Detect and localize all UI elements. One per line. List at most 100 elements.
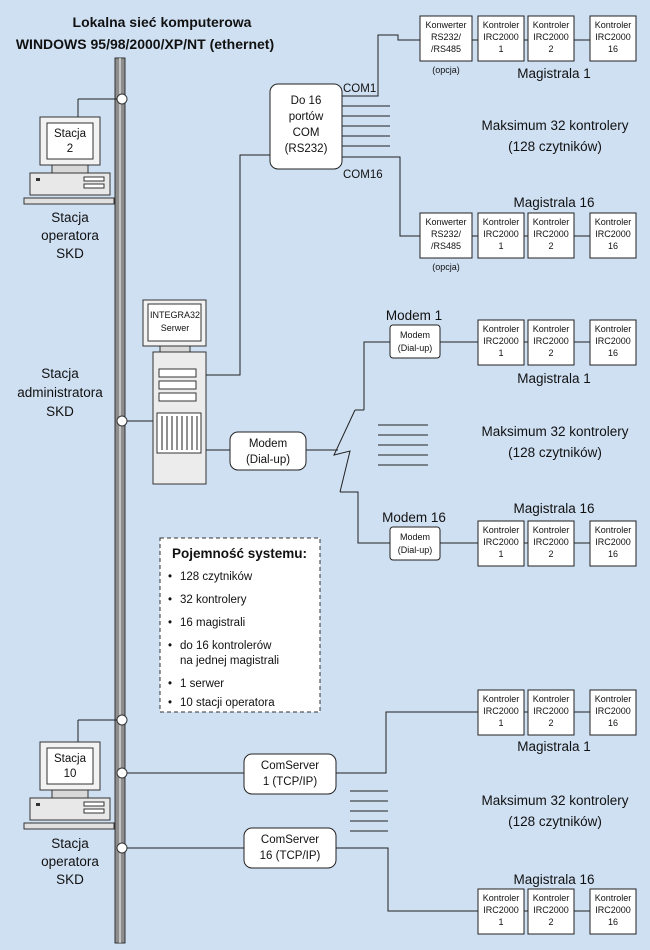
station-2-screen-line-1: Stacja <box>54 128 87 140</box>
admin-caption-line-3: SKD <box>46 404 74 419</box>
ctrl-number: 1 <box>498 718 503 728</box>
ctrl-number: 1 <box>498 917 503 927</box>
controller-box <box>527 689 575 736</box>
station-2-caption-line-2: operatora <box>41 228 99 243</box>
station-2-caption-line-3: SKD <box>56 246 84 261</box>
ctrl-number: 2 <box>548 718 553 728</box>
capacity-bullet: • <box>168 640 172 652</box>
ctrl-number: 16 <box>608 917 618 927</box>
com-box-line-3: COM <box>293 127 320 139</box>
capacity-item: 16 magistrali <box>180 617 245 629</box>
ctrl-word: Kontroler <box>483 893 520 903</box>
tcp-bus-1-label: Magistrala 1 <box>517 739 591 754</box>
ctrl-model: IRC2000 <box>483 905 519 915</box>
converter-1-line-2: RS232/ <box>431 32 462 42</box>
ctrl-model: IRC2000 <box>595 537 631 547</box>
station-10-screen-line-2: 10 <box>64 768 77 780</box>
ctrl-number: 1 <box>498 348 503 358</box>
admin-caption-line-1: Stacja <box>41 366 79 381</box>
ctrl-word: Kontroler <box>483 324 520 334</box>
ctrl-model: IRC2000 <box>483 32 519 42</box>
ctrl-model: IRC2000 <box>595 32 631 42</box>
comserver-16-line-2: 16 (TCP/IP) <box>260 850 321 862</box>
station-2-screen-line-2: 2 <box>67 143 73 155</box>
tcp-bus-lines <box>350 790 388 832</box>
server-screen-line-1: INTEGRA32 <box>150 310 200 320</box>
comserver-1-line-1: ComServer <box>261 760 319 772</box>
modem-bus-1-label: Magistrala 1 <box>517 371 591 386</box>
converter-16-line-1: Konwerter <box>425 217 466 227</box>
tcp-max-line-1: Maksimum 32 kontrolery <box>481 793 628 808</box>
title-line-1: Lokalna sieć komputerowa <box>73 14 252 30</box>
server-modem-box <box>229 431 307 471</box>
station-2-caption-line-1: Stacja <box>51 210 89 225</box>
modem-bus-16-label: Magistrala 16 <box>513 501 594 516</box>
controller-box <box>589 15 637 62</box>
ctrl-model: IRC2000 <box>483 229 519 239</box>
com-max-line-1: Maksimum 32 kontrolery <box>481 118 628 133</box>
connector-station-10 <box>116 714 128 726</box>
com16-label: COM16 <box>343 169 383 181</box>
controller-box <box>527 888 575 935</box>
com-bus-16-label: Magistrala 16 <box>513 195 594 210</box>
ctrl-number: 16 <box>608 44 618 54</box>
com-bus-1 <box>419 15 637 62</box>
ctrl-model: IRC2000 <box>533 229 569 239</box>
ctrl-number: 16 <box>608 241 618 251</box>
operator-station-10-computer-icon <box>23 719 117 830</box>
phone-line-lightning-icon <box>333 409 364 493</box>
com-box-line-1: Do 16 <box>291 95 322 107</box>
connector-admin <box>116 415 128 427</box>
operator-station-2-computer-icon <box>23 98 117 205</box>
com-box-line-2: portów <box>289 111 324 123</box>
modem-max-line-1: Maksimum 32 kontrolery <box>481 424 628 439</box>
ctrl-number: 2 <box>548 44 553 54</box>
capacity-bullet: • <box>168 697 172 709</box>
ctrl-word: Kontroler <box>533 324 570 334</box>
ctrl-word: Kontroler <box>533 20 570 30</box>
ctrl-number: 16 <box>608 348 618 358</box>
ctrl-number: 2 <box>548 549 553 559</box>
ctrl-number: 16 <box>608 718 618 728</box>
converter-1-line-1: Konwerter <box>425 20 466 30</box>
server-modem-line-2: (Dial-up) <box>246 454 290 466</box>
capacity-list: • 128 czytników • 32 kontrolery • 16 mag… <box>168 571 279 709</box>
tcp-bus-16 <box>477 888 637 935</box>
controller-box <box>589 212 637 259</box>
station-10-caption-line-1: Stacja <box>51 836 89 851</box>
server-screen-line-2: Serwer <box>161 323 190 333</box>
ctrl-number: 2 <box>548 241 553 251</box>
com-bus-16 <box>419 212 637 259</box>
capacity-item: 128 czytników <box>180 571 253 583</box>
controller-box <box>477 888 525 935</box>
connector-comserver-1 <box>116 767 128 779</box>
capacity-item-continued: na jednej magistrali <box>180 655 279 667</box>
controller-box <box>589 689 637 736</box>
title-line-2: WINDOWS 95/98/2000/XP/NT (ethernet) <box>16 36 274 52</box>
capacity-item: 32 kontrolery <box>180 594 247 606</box>
ctrl-word: Kontroler <box>595 324 632 334</box>
ctrl-number: 1 <box>498 549 503 559</box>
ctrl-word: Kontroler <box>533 217 570 227</box>
tcp-bus-1 <box>477 689 637 736</box>
ctrl-word: Kontroler <box>595 893 632 903</box>
ctrl-model: IRC2000 <box>533 706 569 716</box>
controller-box <box>477 15 525 62</box>
admin-caption-line-2: administratora <box>17 385 103 400</box>
ctrl-word: Kontroler <box>483 217 520 227</box>
ctrl-word: Kontroler <box>595 525 632 535</box>
converter-16-line-3: /RS485 <box>431 241 461 251</box>
ctrl-number: 16 <box>608 549 618 559</box>
ctrl-model: IRC2000 <box>595 706 631 716</box>
controller-box <box>527 520 575 567</box>
ctrl-number: 2 <box>548 917 553 927</box>
capacity-title: Pojemność systemu: <box>172 546 307 561</box>
controller-box <box>477 520 525 567</box>
station-10-caption-line-2: operatora <box>41 854 99 869</box>
capacity-item: 10 stacji operatora <box>180 697 275 709</box>
ctrl-model: IRC2000 <box>483 537 519 547</box>
controller-box <box>527 319 575 366</box>
controller-box <box>589 888 637 935</box>
modem-16-label: Modem 16 <box>382 510 446 525</box>
modem-1-label: Modem 1 <box>386 308 442 323</box>
